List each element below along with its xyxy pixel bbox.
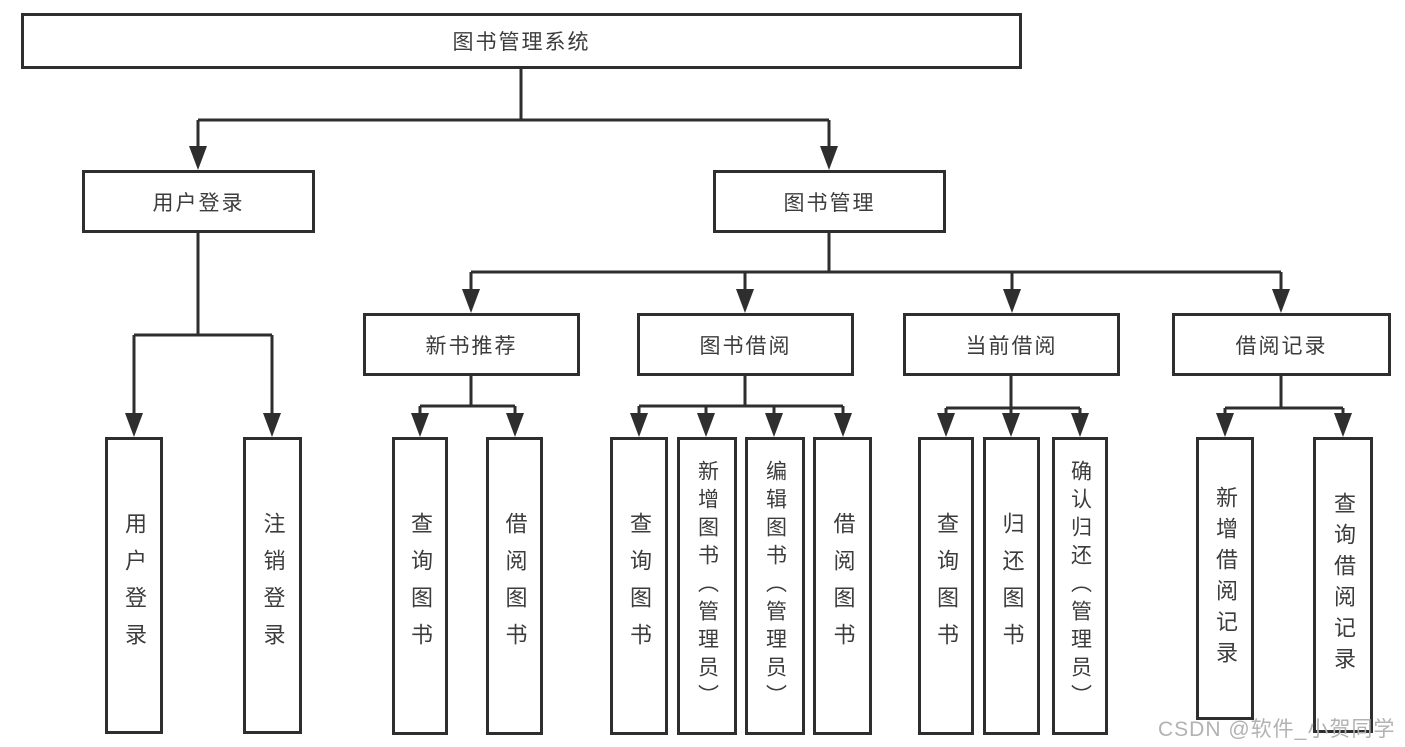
node-add-book: 新增图书（管理员） bbox=[677, 437, 737, 735]
arrowhead bbox=[506, 413, 524, 437]
node-query-book-2: 查询图书 bbox=[610, 437, 668, 735]
arrowhead bbox=[937, 413, 955, 437]
node-current-borrow: 当前借阅 bbox=[903, 313, 1120, 376]
arrowhead bbox=[1003, 289, 1021, 313]
node-book-borrow: 图书借阅 bbox=[637, 313, 854, 376]
arrowhead bbox=[1002, 413, 1020, 437]
connector-book-borrow bbox=[637, 376, 845, 416]
arrowhead bbox=[125, 413, 143, 437]
arrowhead bbox=[765, 413, 783, 437]
arrowhead bbox=[1272, 289, 1290, 313]
connector-user-login bbox=[132, 233, 274, 416]
node-logout: 注销登录 bbox=[243, 437, 302, 734]
connector-borrow-record bbox=[1223, 376, 1345, 416]
node-add-borrow-record: 新增借阅记录 bbox=[1196, 437, 1254, 720]
connector-current-borrow bbox=[944, 376, 1082, 416]
csdn-watermark: CSDN @软件_小贺同学 bbox=[1158, 718, 1396, 741]
node-query-book-3: 查询图书 bbox=[918, 437, 974, 735]
node-return-book: 归还图书 bbox=[983, 437, 1040, 735]
node-login: 用户登录 bbox=[105, 437, 163, 734]
node-borrow-book-1: 借阅图书 bbox=[486, 437, 543, 735]
connector-new-book-rec bbox=[418, 376, 517, 416]
node-confirm-return: 确认归还（管理员） bbox=[1052, 437, 1108, 735]
node-borrow-book-2: 借阅图书 bbox=[813, 437, 872, 735]
arrowhead bbox=[820, 146, 838, 170]
node-root: 图书管理系统 bbox=[21, 13, 1022, 69]
node-new-book-rec: 新书推荐 bbox=[363, 313, 580, 376]
arrowhead bbox=[189, 146, 207, 170]
arrowhead bbox=[834, 413, 852, 437]
connector-book-mgmt bbox=[469, 233, 1283, 292]
node-borrow-record: 借阅记录 bbox=[1172, 313, 1391, 376]
arrowhead bbox=[462, 289, 480, 313]
arrowhead bbox=[697, 413, 715, 437]
connector-root bbox=[196, 69, 831, 150]
arrowhead bbox=[1334, 413, 1352, 437]
node-edit-book: 编辑图书（管理员） bbox=[745, 437, 805, 735]
node-book-mgmt: 图书管理 bbox=[713, 170, 946, 233]
arrowhead bbox=[1216, 413, 1234, 437]
arrowhead bbox=[1071, 413, 1089, 437]
arrowhead bbox=[736, 289, 754, 313]
node-user-login: 用户登录 bbox=[82, 170, 315, 233]
arrowhead bbox=[630, 413, 648, 437]
arrowhead bbox=[263, 413, 281, 437]
node-query-borrow-record: 查询借阅记录 bbox=[1313, 437, 1373, 733]
node-query-book-1: 查询图书 bbox=[392, 437, 448, 735]
arrowhead bbox=[411, 413, 429, 437]
